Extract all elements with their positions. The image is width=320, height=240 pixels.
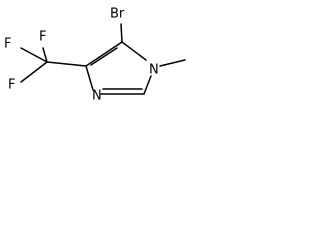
bond-c4-cf3 (46, 61, 87, 67)
bond-c5-br (120, 23, 123, 43)
atom-label-f-left: F (4, 37, 11, 52)
bond-n1-c5 (121, 41, 147, 61)
bond-cf3-f-bottom (20, 61, 48, 83)
atom-label-br: Br (110, 7, 125, 22)
atom-label-n3: N (92, 89, 102, 104)
bond-c4-n3 (85, 65, 94, 91)
atom-label-n1: N (149, 63, 159, 78)
bond-cf3-f-left (20, 47, 48, 63)
molecule-structure: Br F F F N N (4, 7, 186, 104)
bond-c5-c4-double (90, 47, 118, 66)
atom-label-f-bottom: F (8, 78, 15, 93)
bond-c2-n1 (143, 75, 152, 95)
bond-n1-methyl (159, 59, 186, 67)
bond-cf3-f-top (42, 47, 48, 63)
atom-label-f-top: F (39, 30, 46, 45)
bond-c5-c4 (85, 41, 123, 67)
